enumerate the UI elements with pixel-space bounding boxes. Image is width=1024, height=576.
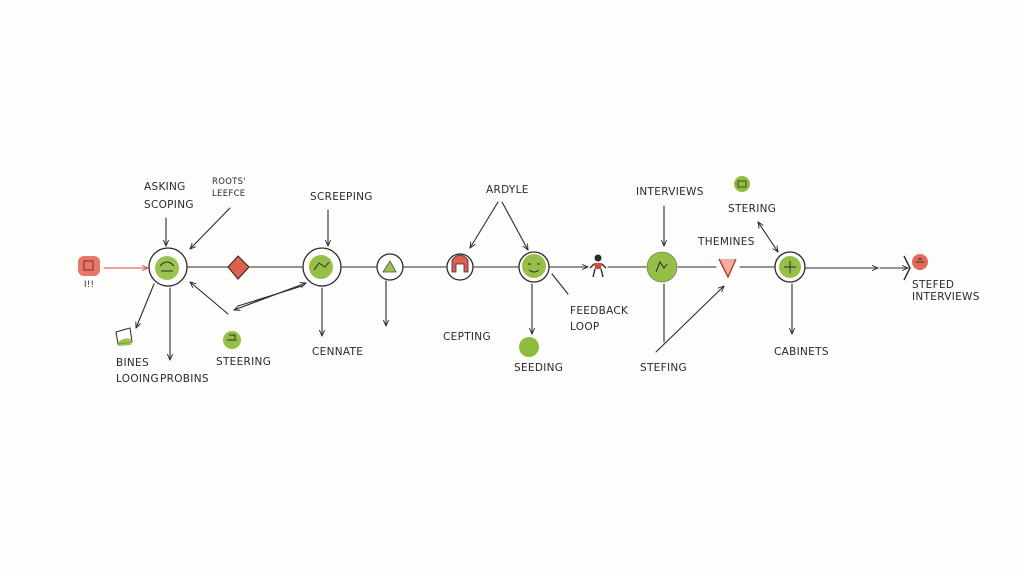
label-ardyle: ARDYLE: [486, 184, 529, 196]
decision-diamond: [227, 255, 250, 280]
arrow-stefing-diag: [655, 286, 724, 353]
label-interviews: INTERVIEWS: [636, 186, 704, 198]
node-feedback: [518, 251, 550, 283]
seeding-dot: [519, 337, 539, 357]
label-bines: BINES: [116, 357, 149, 369]
arrow-ardyle-left: [470, 201, 499, 248]
label-stering: STERING: [728, 203, 776, 215]
arrow-ardyle-right: [501, 201, 529, 250]
arrow-diag-a: [190, 282, 229, 315]
label-probins: PROBINS: [160, 373, 209, 385]
node-screening: [302, 247, 342, 287]
node-interviews: [646, 251, 678, 283]
label-themes: THEMINES: [697, 236, 755, 248]
label-end-1: STEFED: [912, 279, 954, 291]
label-screening: SCREEPING: [310, 191, 373, 203]
v-marker: [718, 258, 737, 279]
label-cepting: CEPTING: [443, 331, 491, 343]
label-feedback: FEEDBACK: [570, 305, 629, 317]
person-icon: [589, 254, 607, 278]
node-three: [376, 253, 404, 281]
node-stering-top: [734, 176, 750, 192]
label-steering-small: STEERING: [216, 356, 271, 368]
node-steering-small: [223, 331, 241, 349]
label-cennate: CENNATE: [312, 346, 363, 358]
label-end-2: INTERVIEWS: [912, 291, 980, 303]
label-looing: LOOING: [116, 373, 159, 385]
node-cabinets: [774, 251, 806, 283]
label-loop: LOOP: [570, 321, 600, 333]
arrow-to-bines: [136, 283, 155, 328]
end-node: [903, 254, 928, 281]
start-label: I!!: [84, 280, 94, 290]
label-top-note-2: LEEFCE: [212, 189, 245, 199]
node-asking: [148, 247, 188, 287]
label-scoping: SCOPING: [144, 199, 194, 211]
arrow-top-note: [190, 207, 231, 249]
label-top-note-1: ROOTS': [212, 177, 246, 187]
arrow-stering-diag: [758, 222, 778, 252]
label-seeding: SEEDING: [514, 362, 563, 374]
label-cabinets: CABINETS: [774, 346, 829, 358]
label-asking: ASKING: [144, 181, 186, 193]
bines-icon: [115, 327, 133, 346]
label-stefing: STEFING: [640, 362, 687, 374]
start-node: I!!: [78, 256, 100, 290]
arrow-to-feedback: [551, 273, 569, 295]
arrow-double-diag-2: [237, 285, 303, 307]
node-cepting: [446, 253, 474, 281]
